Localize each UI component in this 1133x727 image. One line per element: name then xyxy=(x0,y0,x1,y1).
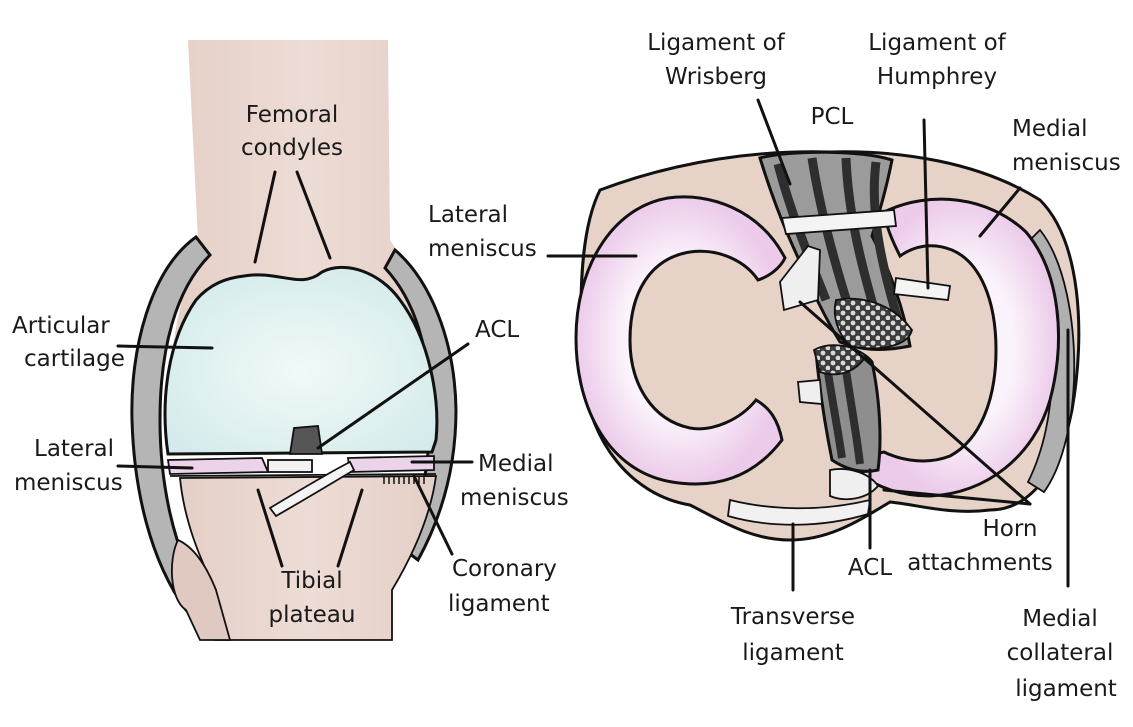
label-transverse-ligament: Transverse xyxy=(730,604,855,630)
label-medial-collateral-ligament: Medial xyxy=(1022,606,1097,632)
label-pcl: PCL xyxy=(811,104,854,130)
label-medial-meniscus-top: Medial xyxy=(1012,116,1087,142)
label-femoral-condyles: Femoral xyxy=(246,102,339,128)
label-articular-cartilage: Articular xyxy=(12,313,110,339)
transverse-band-front xyxy=(268,460,312,472)
label-ligament-of-wrisberg: Ligament of xyxy=(647,30,785,56)
label-femoral-condyles-2: condyles xyxy=(241,135,343,161)
label-acl-front: ACL xyxy=(475,317,519,343)
label-medial-meniscus-front-2: meniscus xyxy=(460,485,569,511)
label-coronary-ligament: Coronary xyxy=(452,556,557,582)
label-medial-meniscus-top-2: meniscus xyxy=(1012,150,1121,176)
label-ligament-of-humphrey: Ligament of xyxy=(868,30,1006,56)
label-horn-attachments: Horn xyxy=(983,516,1038,542)
acl-front xyxy=(290,426,322,454)
label-ligament-of-humphrey-2: Humphrey xyxy=(877,64,997,90)
articular-cartilage xyxy=(165,267,437,454)
label-lateral-meniscus-top: Lateral xyxy=(428,202,508,228)
label-horn-attachments-2: attachments xyxy=(907,550,1053,576)
label-medial-meniscus-front: Medial xyxy=(478,451,553,477)
label-medial-collateral-ligament-2: collateral xyxy=(1007,640,1114,666)
label-ligament-of-wrisberg-2: Wrisberg xyxy=(665,64,767,90)
label-acl-top: ACL xyxy=(848,555,892,581)
label-lateral-meniscus-top-2: meniscus xyxy=(428,236,537,262)
label-tibial-plateau: Tibial xyxy=(280,568,342,594)
label-articular-cartilage-2: cartilage xyxy=(24,346,125,372)
label-transverse-ligament-2: ligament xyxy=(742,640,844,666)
label-medial-collateral-ligament-3: ligament xyxy=(1015,676,1117,702)
lateral-meniscus-front xyxy=(168,458,268,474)
front-view: Femoral condyles Articular cartilage ACL… xyxy=(12,40,569,640)
medial-meniscus-front xyxy=(348,456,434,472)
label-tibial-plateau-2: plateau xyxy=(269,602,356,628)
anterior-horn-lateral xyxy=(798,380,822,404)
label-lateral-meniscus-front: Lateral xyxy=(34,436,114,462)
label-lateral-meniscus-front-2: meniscus xyxy=(14,470,123,496)
label-coronary-ligament-2: ligament xyxy=(448,591,550,617)
